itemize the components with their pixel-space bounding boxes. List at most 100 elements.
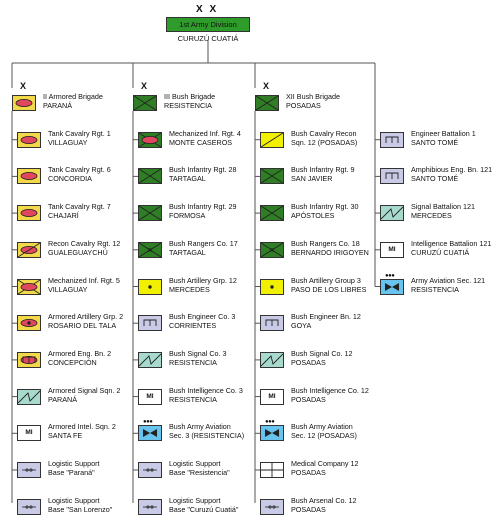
unit-name: Medical Company 12 bbox=[291, 459, 359, 468]
intel-unit-symbol-icon: MI bbox=[260, 388, 284, 405]
unit-name: XII Bush Brigade bbox=[286, 92, 340, 101]
division-box: 1st Army Division bbox=[166, 17, 250, 32]
bush-ranger-unit-symbol-icon: R bbox=[138, 241, 162, 258]
unit-name: Bush Artillery Group 3 bbox=[291, 275, 361, 285]
unit-location: CONCEPCIÓN bbox=[48, 357, 97, 367]
unit-name: Bush Signal Co. 12 bbox=[291, 348, 353, 358]
unit-name: Engineer Battalion 1 bbox=[411, 128, 476, 138]
armored-unit-symbol-icon bbox=[17, 168, 41, 185]
division-echelon-mark: X X bbox=[196, 4, 219, 15]
signal-unit-symbol-icon bbox=[17, 388, 41, 405]
aviation-unit-symbol-icon: ●●● bbox=[138, 419, 162, 442]
unit-name: Bush Arsenal Co. 12 bbox=[291, 495, 357, 505]
unit-name: Bush Intelligence Co. 3 bbox=[169, 385, 243, 395]
unit-name: Logistic Support bbox=[48, 495, 100, 505]
unit-location: RESISTENCIA bbox=[164, 101, 212, 110]
signal-unit-symbol-icon bbox=[138, 351, 162, 368]
unit-name: Bush Infantry Rgt. 30 bbox=[291, 202, 359, 212]
unit-location: CURUZÚ CUATIÁ bbox=[411, 247, 470, 257]
unit-location: CHAJARÍ bbox=[48, 211, 79, 221]
unit-name: Armored Eng. Bn. 2 bbox=[48, 348, 112, 358]
unit-location: POSADAS bbox=[291, 468, 326, 477]
bush-engineer-unit-symbol-icon bbox=[260, 315, 284, 332]
unit-name: Tank Cavalry Rgt. 1 bbox=[48, 128, 111, 138]
unit-location: Base "Paraná" bbox=[48, 468, 95, 477]
unit-location: Base "San Lorenzo" bbox=[48, 504, 113, 514]
unit-name: Tank Cavalry Rgt. 7 bbox=[48, 202, 111, 212]
armored-unit-symbol-icon bbox=[17, 205, 41, 222]
unit-location: RESISTENCIA bbox=[169, 357, 217, 367]
division-location: CURUZÚ CUATIÁ bbox=[177, 34, 239, 43]
unit-location: PARANÁ bbox=[43, 101, 73, 110]
unit-location: Sqn. 12 (POSADAS) bbox=[291, 137, 358, 147]
unit-name: Recon Cavalry Rgt. 12 bbox=[48, 238, 121, 248]
unit-location: CONCORDIA bbox=[48, 174, 92, 184]
bush-artillery-unit-symbol-icon bbox=[138, 278, 162, 295]
bush-unit-symbol-icon bbox=[138, 205, 162, 222]
unit-name: Bush Infantry Rgt. 28 bbox=[169, 165, 237, 175]
unit-name: Army Aviation Sec. 121 bbox=[411, 275, 486, 285]
unit-name: Mechanized Inf. Rgt. 5 bbox=[48, 275, 120, 285]
armored-recon-unit-symbol-icon bbox=[17, 241, 41, 258]
unit-name: Bush Infantry Rgt. 29 bbox=[169, 202, 237, 212]
unit-location: TARTAGAL bbox=[169, 174, 206, 184]
bush-unit-symbol-icon bbox=[260, 168, 284, 185]
echelon-dots-mark: ●●● bbox=[385, 272, 395, 279]
bush-unit-symbol-icon bbox=[133, 95, 157, 111]
unit-location: BERNARDO IRIGOYEN bbox=[291, 247, 369, 257]
echelon-dots-mark: ●●● bbox=[143, 419, 153, 426]
unit-name: Bush Artillery Grp. 12 bbox=[169, 275, 237, 285]
unit-location: MERCEDES bbox=[411, 211, 452, 221]
military-intelligence-mark: MI bbox=[268, 392, 276, 400]
connector-lines bbox=[11, 40, 380, 503]
unit-name: Armored Signal Sqn. 2 bbox=[48, 385, 121, 395]
unit-location: RESISTENCIA bbox=[411, 284, 459, 294]
brigade-echelon-mark: X bbox=[263, 81, 270, 91]
military-intelligence-mark: MI bbox=[146, 392, 154, 400]
unit-location: SAN JAVIER bbox=[291, 174, 333, 184]
intel-unit-symbol-icon: MI bbox=[138, 388, 162, 405]
brigade-echelon-mark: X bbox=[20, 81, 27, 91]
unit-location: FORMOSA bbox=[169, 211, 206, 221]
logistic-unit-symbol-icon bbox=[260, 498, 284, 515]
unit-name: Mechanized Inf. Rgt. 4 bbox=[169, 128, 241, 138]
unit-location: APÓSTOLES bbox=[291, 211, 335, 221]
recon-plain-unit-symbol-icon bbox=[260, 131, 284, 148]
logistic-unit-symbol-icon bbox=[17, 498, 41, 515]
unit-name: Amphibious Eng. Bn. 121 bbox=[411, 165, 493, 175]
unit-name: Bush Infantry Rgt. 9 bbox=[291, 165, 355, 175]
unit-name: Bush Army Aviation bbox=[169, 422, 231, 432]
unit-name: III Bush Brigade bbox=[164, 92, 216, 101]
unit-name: Logistic Support bbox=[169, 495, 221, 505]
unit-location: SANTO TOMÉ bbox=[411, 174, 459, 184]
unit-name: Bush Engineer Bn. 12 bbox=[291, 312, 361, 322]
unit-name: Bush Signal Co. 3 bbox=[169, 348, 227, 358]
unit-location: VILLAGUAY bbox=[48, 284, 88, 294]
unit-name: Tank Cavalry Rgt. 6 bbox=[48, 165, 111, 175]
unit-name: Logistic Support bbox=[169, 459, 221, 468]
aviation-unit-symbol-icon: ●●● bbox=[380, 273, 404, 295]
logistic-unit-symbol-icon bbox=[138, 462, 162, 478]
unit-location: Sec. 12 (POSADAS) bbox=[291, 431, 357, 441]
bush-engineer-unit-symbol-icon bbox=[138, 315, 162, 332]
echelon-dots-mark: ●●● bbox=[265, 419, 275, 426]
bush-unit-symbol-icon bbox=[260, 205, 284, 222]
bush-ranger-unit-symbol-icon: R bbox=[260, 241, 284, 258]
signal-unit-symbol-icon bbox=[380, 205, 404, 222]
engineer-unit-symbol-icon bbox=[380, 168, 404, 185]
svg-text:R: R bbox=[270, 248, 274, 254]
armored-engineer-unit-symbol-icon bbox=[17, 351, 41, 368]
signal-unit-symbol-icon bbox=[260, 351, 284, 368]
intel-unit-symbol-icon: MI bbox=[17, 425, 41, 442]
unit-location: GOYA bbox=[291, 321, 312, 331]
unit-location: Base "Curuzú Cuatiá" bbox=[169, 504, 239, 514]
unit-name: Bush Rangers Co. 17 bbox=[169, 238, 238, 248]
mech-armored-unit-symbol-icon bbox=[17, 278, 41, 295]
military-intelligence-mark: MI bbox=[388, 245, 396, 253]
aviation-unit-symbol-icon: ●●● bbox=[260, 419, 284, 442]
unit-name: Bush Rangers Co. 18 bbox=[291, 238, 360, 248]
unit-location: ROSARIO DEL TALA bbox=[48, 321, 117, 331]
unit-location: MONTE CASEROS bbox=[169, 137, 233, 147]
logistic-unit-symbol-icon bbox=[17, 462, 41, 478]
unit-location: Sec. 3 (RESISTENCIA) bbox=[169, 431, 245, 441]
